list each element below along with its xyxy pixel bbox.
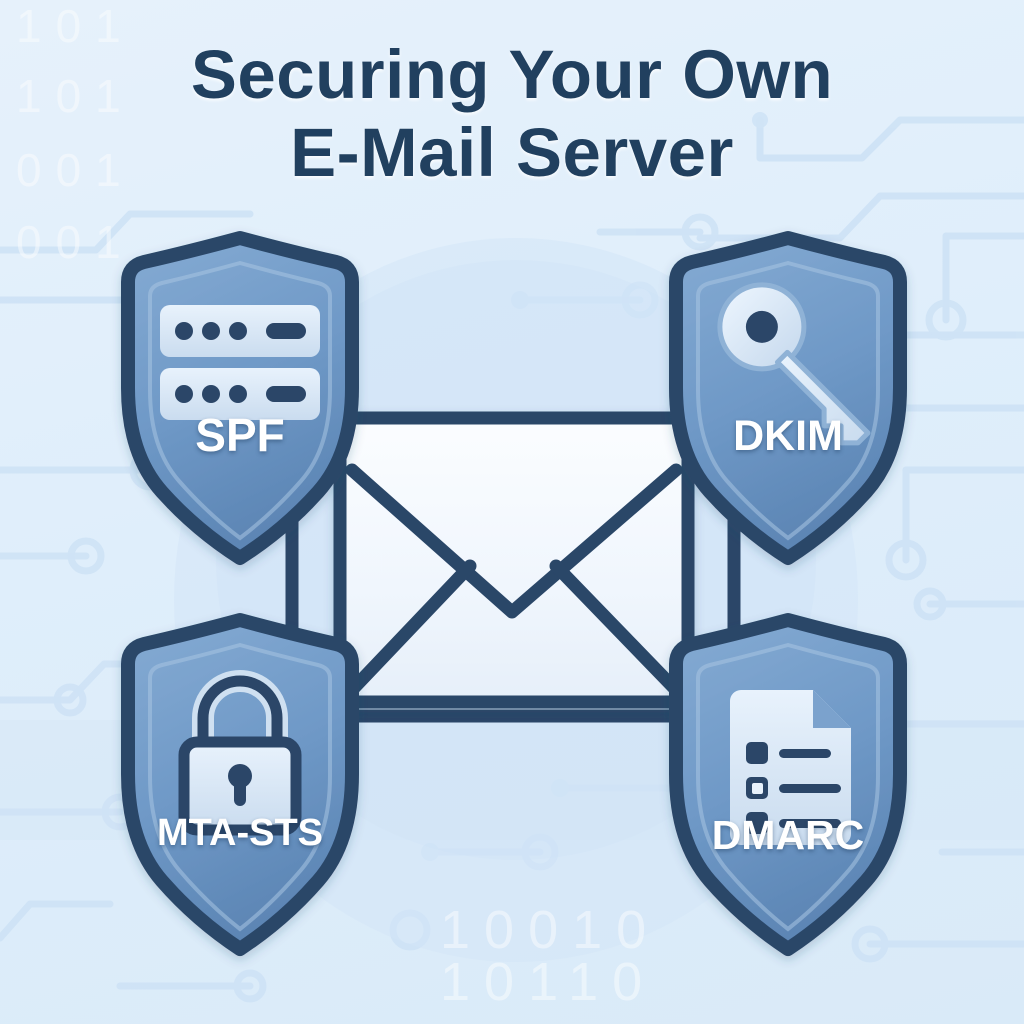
shield-label-dmarc: DMARC (711, 812, 865, 858)
document-list-icon (730, 690, 851, 845)
shield-label-spf: SPF (195, 409, 285, 461)
binary-text: 001 (16, 144, 135, 196)
shield-dmarc[interactable] (669, 613, 907, 956)
padlock-icon (178, 670, 302, 836)
binary-text: 10010 (440, 900, 660, 960)
page-title: Securing Your Own E-Mail Server (0, 36, 1024, 192)
server-rack-icon (160, 305, 320, 420)
shield-mta-sts[interactable] (121, 613, 359, 956)
shield-label-dkim: DKIM (733, 412, 843, 460)
binary-text: 101 (16, 0, 135, 52)
title-line-2: E-Mail Server (290, 114, 734, 191)
envelope-icon (333, 411, 695, 709)
key-icon (717, 282, 871, 446)
title-line-1: Securing Your Own (190, 36, 834, 113)
shield-spf[interactable] (121, 231, 359, 565)
binary-text: 001 (16, 216, 135, 268)
binary-text: 101 (16, 70, 135, 122)
binary-text: 10110 (440, 952, 656, 1012)
shield-dkim[interactable] (669, 231, 907, 565)
shield-label-mta-sts: MTA-STS (156, 812, 324, 854)
